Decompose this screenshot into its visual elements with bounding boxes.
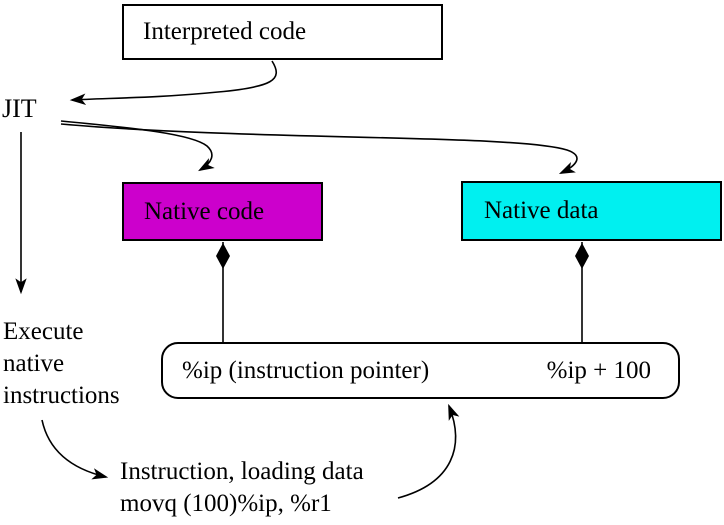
instruction-loading-caption: Instruction, loading data movq (100)%ip,…: [120, 456, 364, 520]
native-code-label: Native code: [144, 197, 265, 225]
instruction-caption-line2: movq (100)%ip, %r1: [120, 490, 332, 517]
diamond-native-code-connector: [216, 243, 230, 269]
execute-native-instructions-label: Execute native instructions: [3, 316, 120, 412]
interpreted-code-box: Interpreted code: [122, 4, 443, 60]
execute-label-line2: native: [3, 350, 65, 377]
execute-label-line1: Execute: [3, 318, 84, 345]
diamond-native-data-connector: [575, 243, 589, 269]
arrow-jit-to-native-code: [60, 120, 215, 172]
jit-label: JIT: [2, 94, 37, 123]
interpreted-code-label: Interpreted code: [143, 18, 307, 45]
instruction-pointer-label: %ip (instruction pointer): [182, 356, 430, 384]
native-data-label: Native data: [484, 197, 599, 224]
instruction-caption-line1: Instruction, loading data: [120, 458, 364, 485]
execute-label-line3: instructions: [3, 382, 120, 409]
arrow-instruction-to-pointer-box: [397, 403, 460, 499]
native-data-box: Native data: [461, 181, 722, 241]
native-code-box: Native code: [122, 182, 323, 241]
arrow-interpreted-to-jit: [69, 60, 277, 105]
instruction-pointer-offset-label: %ip + 100: [546, 356, 651, 384]
instruction-pointer-box: %ip (instruction pointer) %ip + 100: [161, 342, 680, 399]
arrow-jit-to-native-data: [60, 123, 578, 174]
arrow-execute-to-instruction: [41, 419, 109, 480]
